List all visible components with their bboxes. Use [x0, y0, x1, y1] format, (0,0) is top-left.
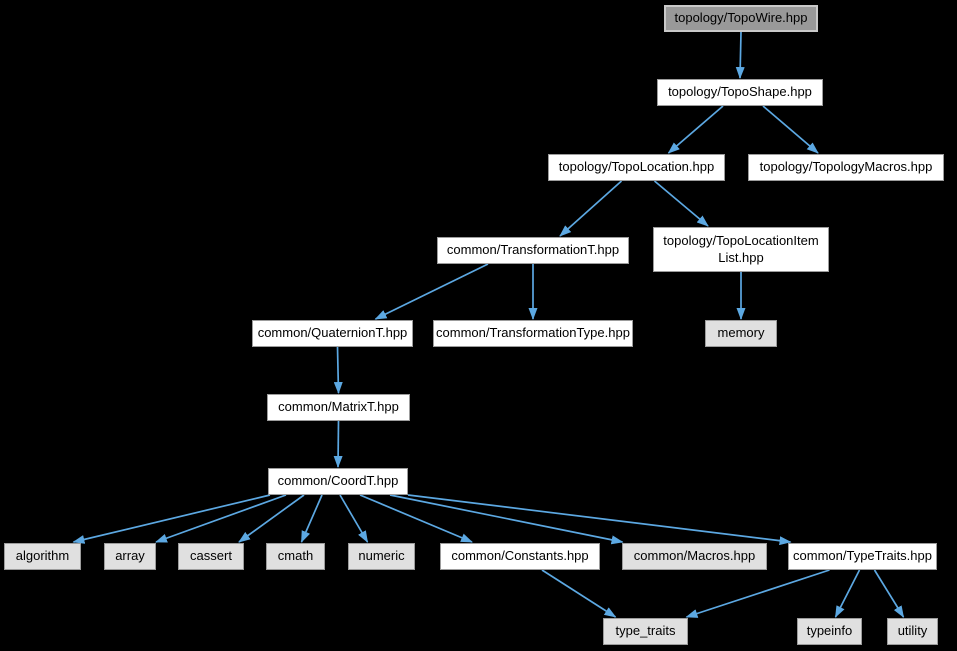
- edge-coordt-numeric: [339, 494, 369, 543]
- node-topowire: topology/TopoWire.hpp: [664, 5, 818, 32]
- edge-quaterniont-matrixt: [333, 346, 343, 394]
- node-macros: common/Macros.hpp: [622, 543, 767, 570]
- edge-transformationt-quaterniont: [374, 263, 489, 320]
- edge-typetraits-type_traits: [685, 569, 830, 618]
- edge-coordt-constants: [359, 494, 473, 543]
- node-constants[interactable]: common/Constants.hpp: [440, 543, 600, 570]
- edge-matrixt-coordt: [333, 420, 343, 468]
- node-topolocationitemlist[interactable]: topology/TopoLocationItem List.hpp: [653, 227, 829, 272]
- edge-toposhape-topolocation: [667, 105, 724, 154]
- node-cassert: cassert: [178, 543, 244, 570]
- node-transformationtype[interactable]: common/TransformationType.hpp: [433, 320, 633, 347]
- edge-coordt-algorithm: [72, 494, 271, 544]
- node-memory: memory: [705, 320, 777, 347]
- edge-coordt-macros: [389, 494, 624, 545]
- edge-toposhape-topologymacros: [762, 105, 819, 154]
- node-matrixt[interactable]: common/MatrixT.hpp: [267, 394, 410, 421]
- node-algorithm: algorithm: [4, 543, 81, 570]
- node-quaterniont[interactable]: common/QuaternionT.hpp: [252, 320, 413, 347]
- edge-coordt-typetraits: [407, 494, 792, 546]
- node-typeinfo: typeinfo: [797, 618, 862, 645]
- edge-typetraits-utility: [873, 569, 905, 618]
- edge-coordt-cassert: [238, 494, 305, 543]
- edge-topolocation-transformationt: [559, 180, 623, 237]
- node-type_traits: type_traits: [603, 618, 688, 645]
- edge-topolocation-topolocationitemlist: [653, 180, 709, 227]
- node-transformationt[interactable]: common/TransformationT.hpp: [437, 237, 629, 264]
- node-typetraits[interactable]: common/TypeTraits.hpp: [788, 543, 937, 570]
- node-numeric: numeric: [348, 543, 415, 570]
- edge-coordt-array: [155, 494, 287, 543]
- node-array: array: [104, 543, 156, 570]
- edge-coordt-cmath: [300, 494, 323, 543]
- node-toposhape[interactable]: topology/TopoShape.hpp: [657, 79, 823, 106]
- node-topologymacros[interactable]: topology/TopologyMacros.hpp: [748, 154, 944, 181]
- edge-constants-type_traits: [541, 569, 617, 618]
- node-utility: utility: [887, 618, 938, 645]
- edge-typetraits-typeinfo: [834, 569, 861, 618]
- node-cmath: cmath: [266, 543, 325, 570]
- node-coordt[interactable]: common/CoordT.hpp: [268, 468, 408, 495]
- node-topolocation[interactable]: topology/TopoLocation.hpp: [548, 154, 725, 181]
- edge-topowire-toposhape: [735, 31, 745, 79]
